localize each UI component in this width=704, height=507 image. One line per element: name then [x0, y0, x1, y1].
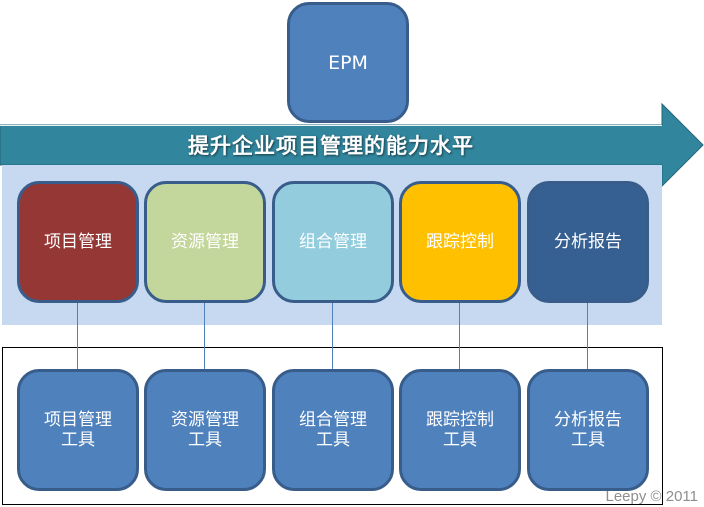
tool-label-line1: 组合管理	[299, 410, 367, 430]
tool-project-management: 项目管理 工具	[17, 369, 139, 491]
connector-line	[459, 303, 460, 370]
capability-analysis-report: 分析报告	[527, 181, 649, 303]
connector-line	[204, 303, 205, 370]
tool-label-line2: 工具	[61, 430, 95, 450]
connector-line	[587, 303, 588, 370]
tool-analysis-report: 分析报告 工具	[527, 369, 649, 491]
capability-label: 组合管理	[299, 232, 367, 252]
capability-portfolio-management: 组合管理	[272, 181, 394, 303]
tool-tracking-control: 跟踪控制 工具	[399, 369, 521, 491]
capability-label: 分析报告	[554, 232, 622, 252]
capability-label: 跟踪控制	[426, 232, 494, 252]
capability-label: 资源管理	[171, 232, 239, 252]
tool-label-line2: 工具	[571, 430, 605, 450]
tool-label-line1: 分析报告	[554, 410, 622, 430]
tool-label-line2: 工具	[316, 430, 350, 450]
tool-label-line1: 跟踪控制	[426, 410, 494, 430]
capability-label: 项目管理	[44, 232, 112, 252]
capability-tracking-control: 跟踪控制	[399, 181, 521, 303]
banner-title: 提升企业项目管理的能力水平	[188, 134, 474, 158]
capability-project-management: 项目管理	[17, 181, 139, 303]
tool-label-line2: 工具	[443, 430, 477, 450]
epm-box: EPM	[287, 2, 409, 123]
watermark: Leepy © 2011	[605, 488, 698, 505]
epm-label: EPM	[328, 51, 368, 74]
tool-resource-management: 资源管理 工具	[144, 369, 266, 491]
connector-line	[77, 303, 78, 370]
capability-resource-management: 资源管理	[144, 181, 266, 303]
connector-line	[332, 303, 333, 370]
tool-label-line1: 项目管理	[44, 410, 112, 430]
tool-label-line1: 资源管理	[171, 410, 239, 430]
tool-portfolio-management: 组合管理 工具	[272, 369, 394, 491]
tool-label-line2: 工具	[188, 430, 222, 450]
